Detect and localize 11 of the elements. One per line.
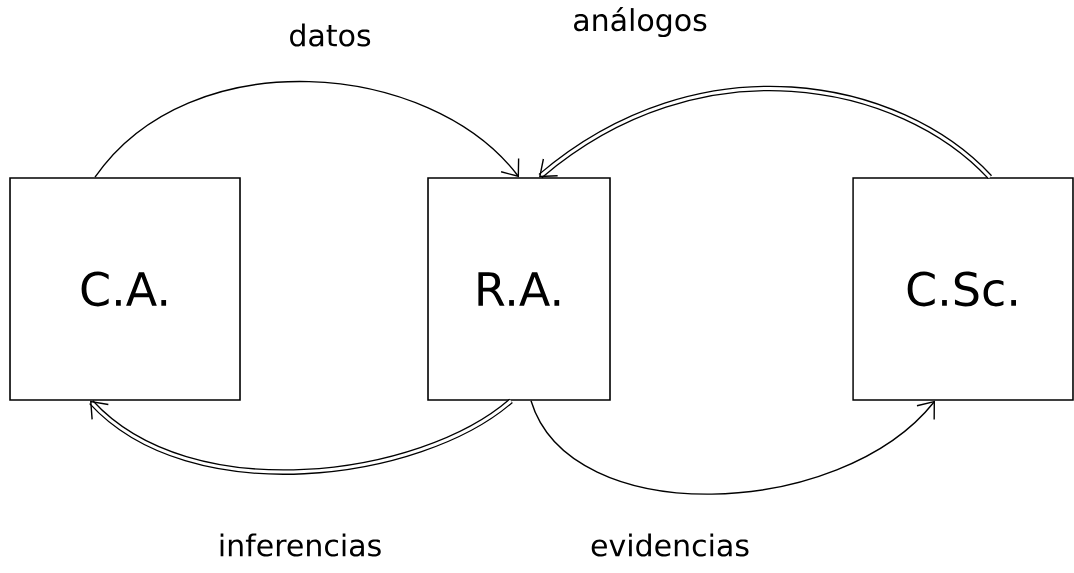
arrow — [538, 86, 992, 180]
edge-label: datos — [290, 23, 371, 47]
process-box: R.A. — [427, 177, 611, 401]
edge-label: análogos — [574, 6, 707, 38]
process-box: C.A. — [9, 177, 241, 401]
process-box: C.Sc. — [852, 177, 1074, 401]
arrow — [530, 400, 935, 495]
edge-label: evidencias — [591, 533, 749, 557]
edge-label: inferencias — [220, 533, 381, 557]
arrow — [89, 398, 513, 475]
arrow — [94, 80, 520, 178]
